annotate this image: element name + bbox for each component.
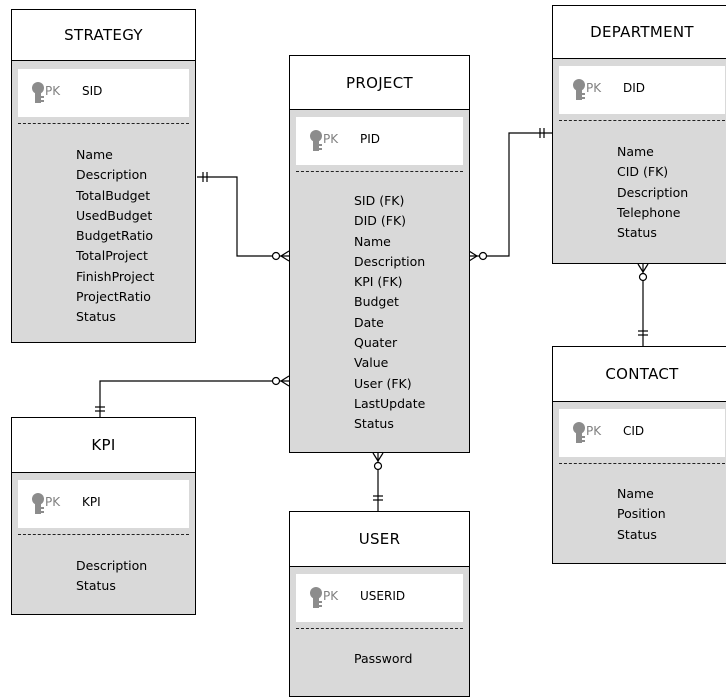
primary-key-field: PID	[360, 132, 381, 146]
attribute-list: Name CID (FK) Description Telephone Stat…	[617, 142, 688, 243]
entity-title: STRATEGY	[12, 10, 195, 61]
attribute: Name	[617, 144, 654, 159]
entity-user[interactable]: USER PK USERID Password	[289, 511, 470, 697]
attribute: Description	[76, 167, 148, 183]
attribute: Name	[354, 233, 391, 249]
attribute-list: SID (FK) DID (FK) Name Description KPI (…	[354, 191, 425, 435]
primary-key-field: KPI	[82, 495, 101, 509]
attribute: KPI (FK)	[354, 274, 403, 290]
attribute-list: Description Status	[76, 556, 147, 597]
primary-key-row: PK DID	[559, 66, 725, 114]
separator	[559, 120, 725, 121]
attribute: Name	[76, 147, 113, 162]
separator	[18, 123, 189, 124]
separator	[296, 171, 463, 172]
relationship-kpi-project	[95, 375, 290, 417]
attribute: FinishProject	[76, 268, 155, 284]
attribute-list: Password	[354, 649, 412, 669]
primary-key-row: PK USERID	[296, 574, 463, 622]
attribute: User (FK)	[354, 375, 412, 391]
attribute: ProjectRatio	[76, 289, 151, 305]
key-icon	[310, 130, 322, 151]
entity-department[interactable]: DEPARTMENT PK DID Name CID (FK) Descript…	[552, 5, 726, 264]
attribute: Value	[354, 355, 389, 371]
attribute: Status	[617, 526, 657, 542]
primary-key-row: PK SID	[18, 69, 189, 117]
attribute: Name	[617, 486, 654, 501]
key-icon	[573, 79, 585, 100]
attribute: DID (FK)	[354, 213, 407, 229]
separator	[18, 534, 189, 535]
entity-strategy[interactable]: STRATEGY PK SID Name Description TotalBu…	[11, 9, 196, 343]
attribute: CID (FK)	[617, 164, 669, 180]
entity-project[interactable]: PROJECT PK PID SID (FK) DID (FK) Name De…	[289, 55, 470, 453]
pk-label: PK	[586, 81, 602, 95]
attribute: Quater	[354, 335, 398, 351]
primary-key-field: USERID	[360, 589, 406, 603]
attribute: Password	[354, 651, 413, 666]
pk-label: PK	[45, 495, 61, 509]
attribute-list: Name Position Status	[617, 484, 666, 545]
pk-label: PK	[323, 589, 339, 603]
key-icon	[573, 422, 585, 443]
pk-label: PK	[45, 84, 61, 98]
entity-title: CONTACT	[553, 347, 726, 402]
attribute: TotalBudget	[76, 187, 151, 203]
attribute: Status	[354, 416, 394, 432]
key-icon	[32, 493, 44, 514]
attribute: Description	[354, 253, 426, 269]
entity-title: DEPARTMENT	[553, 6, 726, 59]
attribute: Status	[617, 225, 657, 241]
entity-title: PROJECT	[290, 56, 469, 110]
separator	[296, 628, 463, 629]
attribute: Description	[76, 558, 148, 573]
primary-key-row: PK CID	[559, 409, 725, 457]
key-icon	[32, 82, 44, 103]
key-icon	[310, 587, 322, 608]
attribute: Budget	[354, 294, 399, 310]
relationship-contact-department	[637, 263, 649, 346]
entity-contact[interactable]: CONTACT PK CID Name Position Status	[552, 346, 726, 564]
attribute: Status	[76, 578, 116, 594]
attribute: UsedBudget	[76, 207, 153, 223]
primary-key-row: PK KPI	[18, 480, 189, 528]
attribute: SID (FK)	[354, 193, 405, 208]
pk-label: PK	[586, 424, 602, 438]
relationship-user-project	[372, 452, 384, 511]
attribute: Description	[617, 184, 689, 200]
attribute: Date	[354, 314, 384, 330]
attribute: Telephone	[617, 204, 681, 220]
separator	[559, 463, 725, 464]
primary-key-field: SID	[82, 84, 103, 98]
primary-key-field: CID	[623, 424, 645, 438]
entity-title: USER	[290, 512, 469, 567]
relationship-strategy-project	[197, 172, 290, 262]
attribute: Position	[617, 506, 666, 522]
attribute-list: Name Description TotalBudget UsedBudget …	[76, 145, 154, 328]
pk-label: PK	[323, 132, 339, 146]
primary-key-field: DID	[623, 81, 646, 95]
attribute: LastUpdate	[354, 395, 426, 411]
primary-key-row: PK PID	[296, 117, 463, 165]
entity-kpi[interactable]: KPI PK KPI Description Status	[11, 417, 196, 615]
entity-title: KPI	[12, 418, 195, 473]
attribute: BudgetRatio	[76, 228, 154, 244]
relationship-department-project	[468, 128, 552, 262]
attribute: Status	[76, 309, 116, 325]
attribute: TotalProject	[76, 248, 148, 264]
